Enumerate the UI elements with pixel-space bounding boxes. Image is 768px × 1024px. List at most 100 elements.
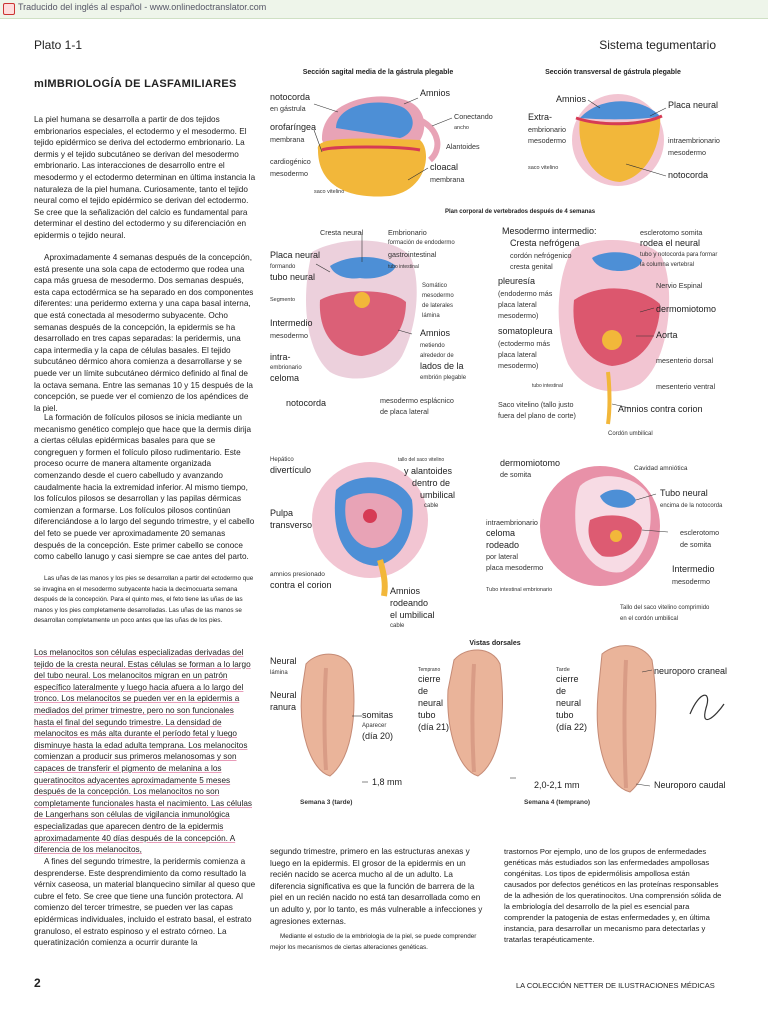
- lbl: tubo: [418, 710, 436, 720]
- lbl: 2,0-2,1 mm: [534, 780, 580, 790]
- lbl: dermomiotomo: [656, 304, 717, 314]
- lbl: cresta genital: [510, 262, 553, 271]
- lbl: Semana 3 (tarde): [300, 799, 353, 806]
- lbl: Intermedio: [270, 318, 313, 328]
- lbl: encima de la notocorda: [660, 503, 723, 509]
- lbl: Mesodermo intermedio:: [502, 226, 597, 236]
- lbl: Tarde: [556, 667, 570, 673]
- lbl: Somático: [422, 283, 448, 289]
- col3-p1: trastornos Por ejemplo, uno de los grupo…: [504, 847, 722, 944]
- lbl: Placa neural: [668, 100, 719, 110]
- lbl: mesodermo: [270, 331, 308, 340]
- lbl: Pulpa: [270, 508, 294, 518]
- lbl: placa lateral: [498, 300, 537, 309]
- lbl: Hepático: [270, 457, 294, 463]
- signature-mark: [689, 694, 725, 721]
- dorsal-view-2-drawing: [447, 649, 503, 777]
- lbl: contra el corion: [270, 580, 332, 590]
- collection-title: LA COLECCIÓN NETTER DE ILUSTRACIONES MÉD…: [516, 981, 715, 990]
- lbl: de: [418, 686, 429, 696]
- lbl: mesodermo): [498, 361, 539, 370]
- lbl: embrionario: [270, 365, 302, 371]
- lbl: saco vitelino: [528, 165, 559, 171]
- lbl: cloacal: [430, 162, 459, 172]
- fig4-caption: Vistas dorsales: [469, 640, 521, 647]
- lbl: Amnios contra corion: [618, 404, 703, 414]
- lbl: Amnios: [556, 94, 587, 104]
- lbl: neural: [556, 698, 582, 708]
- lbl: notocorda: [668, 170, 709, 180]
- lbl: (ectodermo más: [498, 339, 550, 348]
- page-number: 2: [34, 976, 41, 990]
- lbl: en el cordón umbilical: [620, 616, 679, 622]
- lbl: alrededor de: [420, 353, 454, 359]
- lbl: (endodermo más: [498, 289, 553, 298]
- lbl: dermomiotomo: [500, 458, 561, 468]
- lbl: placa lateral: [498, 350, 537, 359]
- fig1-caption: Sección sagital media de la gástrula ple…: [302, 69, 454, 76]
- lbl: y alantoides: [404, 466, 453, 476]
- lbl: lados de la: [420, 361, 464, 371]
- lbl: dentro de: [412, 478, 451, 488]
- lbl: tubo intestinal: [532, 383, 563, 389]
- lbl: esclerotomo somita: [640, 228, 703, 237]
- lbl: neural: [418, 698, 444, 708]
- body-plan-b-drawing: [558, 239, 670, 425]
- article-title: mIMBRIOLOGÍA DE LASFAMILIARES: [34, 78, 237, 90]
- lbl: celoma: [270, 373, 300, 383]
- translator-bar: Traducido del inglés al español - www.on…: [0, 0, 768, 19]
- lbl: notocorda: [270, 92, 311, 102]
- lbl: amnios presionado: [270, 571, 325, 578]
- lbl: de: [556, 686, 567, 696]
- lbl: cardiogénico: [270, 157, 311, 166]
- lbl: tubo intestinal: [388, 264, 419, 270]
- lbl: mesodermo esplácnico: [380, 396, 454, 405]
- col1-p5: Los melanocitos son células especializad…: [34, 648, 253, 855]
- lbl: Neural: [270, 656, 297, 666]
- lbl: orofaríngea: [270, 122, 317, 132]
- col1-p1: La piel humana se desarrolla a partir de…: [34, 115, 256, 240]
- lbl: formando: [270, 264, 296, 270]
- lbl: Saco vitelino (tallo justo: [498, 400, 574, 409]
- lbl: tubo neural: [270, 272, 316, 282]
- lbl: Neuroporo caudal: [654, 780, 726, 790]
- lbl: pleuresía: [498, 276, 536, 286]
- lbl: ancho: [454, 125, 469, 131]
- lbl: (día 20): [362, 731, 394, 741]
- lbl: el umbilical: [390, 610, 435, 620]
- col2-p1: segundo trimestre, primero en las estruc…: [270, 847, 483, 926]
- lbl: Aorta: [656, 330, 678, 340]
- lbl: Temprano: [418, 667, 441, 673]
- lbl: de somita: [680, 540, 712, 549]
- lbl: mesenterio ventral: [656, 382, 716, 391]
- body-plan-d-drawing: [540, 466, 660, 586]
- lbl: Embrionario: [388, 228, 427, 237]
- lbl: Segmento: [270, 297, 296, 303]
- dorsal-view-3-drawing: [596, 645, 657, 793]
- lbl: mesodermo: [270, 169, 308, 178]
- lbl: mesodermo: [528, 136, 566, 145]
- col1-p3: La formación de folículos pilosos se ini…: [34, 413, 255, 562]
- sagittal-gastrula-drawing: [317, 96, 441, 197]
- lbl: celoma: [486, 528, 516, 538]
- transverse-gastrula-drawing: [572, 94, 664, 186]
- translator-bar-text: Traducido del inglés al español - www.on…: [18, 2, 267, 12]
- lbl: Placa neural: [270, 250, 321, 260]
- lbl: cordón nefrógenico: [510, 251, 572, 260]
- lbl: 1,8 mm: [372, 777, 403, 787]
- lbl: transverso: [270, 520, 313, 530]
- lbl: rodea el neural: [640, 238, 701, 248]
- lbl: gastrointestinal: [388, 250, 437, 259]
- lbl: Tubo neural: [660, 488, 708, 498]
- lbl: metiendo: [420, 343, 445, 349]
- lbl: intraembrionario: [486, 518, 538, 527]
- lbl: Amnios: [420, 328, 451, 338]
- lbl: Cavidad amniótica: [634, 465, 688, 472]
- lbl: tubo: [556, 710, 574, 720]
- lbl: mesodermo): [498, 311, 539, 320]
- lbl: ranura: [270, 702, 297, 712]
- lbl: mesodermo: [672, 577, 710, 586]
- col1-p2: Aproximadamente 4 semanas después de la …: [34, 253, 254, 413]
- lbl: Amnios: [420, 88, 451, 98]
